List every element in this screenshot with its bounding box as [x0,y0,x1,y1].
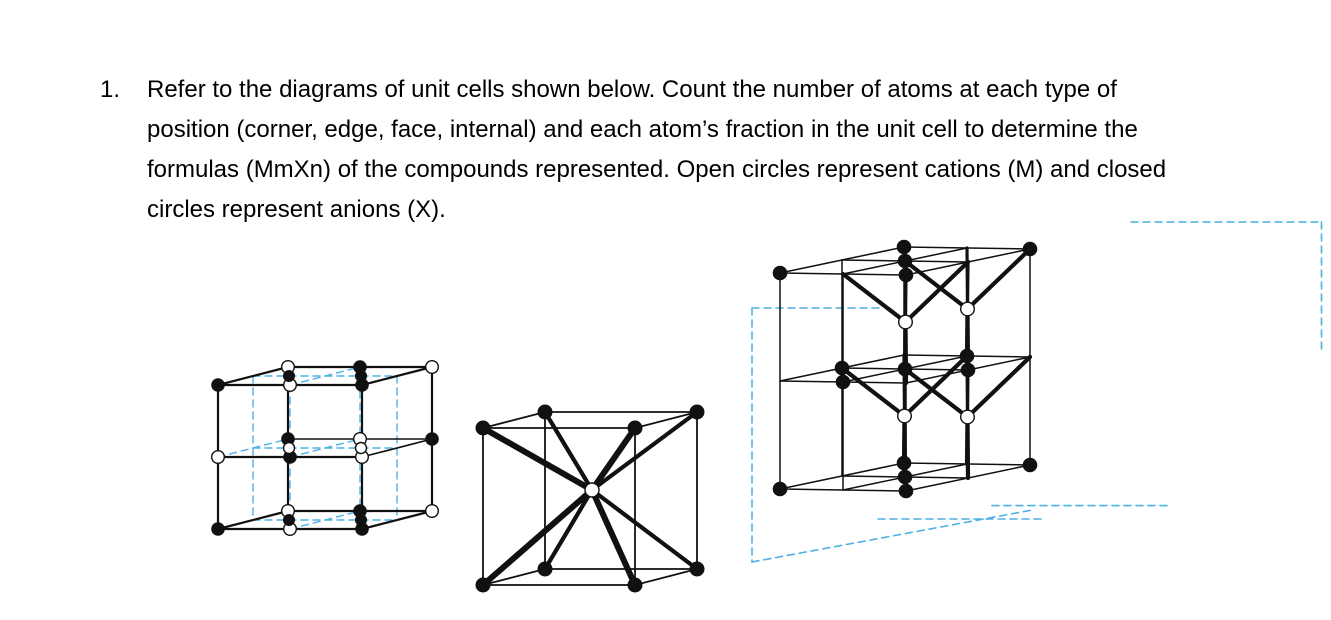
cation-atom [354,441,368,455]
bond-line [634,411,698,429]
bond-line [482,568,546,586]
anion-atom [772,481,788,497]
bond-line [542,409,595,493]
bond-line [839,365,907,419]
bond-line [589,425,638,493]
bond-line [903,273,908,324]
cation-atom [210,450,225,465]
anion-atom [959,348,975,364]
bond-line [902,366,970,420]
dashed-edge [289,366,361,386]
bond-line [589,487,638,588]
cation-atom [584,482,600,498]
bond-line [964,306,970,359]
bond-line [542,487,595,572]
bond-line [589,487,700,572]
anion-atom [475,577,491,593]
bond-line [965,368,970,419]
anion-atom [898,483,914,499]
anion-atom [834,360,850,376]
anion-atom [283,370,295,382]
bond-line [480,425,595,493]
anion-atom [1022,241,1038,257]
bond-line [903,259,971,325]
question-line: Refer to the diagrams of unit cells show… [147,76,1117,103]
cation-atom [960,301,976,317]
anion-atom [537,561,553,577]
cation-atom [425,360,440,375]
bond-line [840,271,908,325]
dashed-edge [289,510,361,530]
bond-line [216,509,290,531]
anion-atom [689,404,705,420]
bond-line [634,568,698,586]
bond-line [902,258,970,312]
anion-atom [283,514,295,526]
anion-atom [898,267,914,283]
anion-atom [211,378,225,392]
anion-atom [897,469,913,485]
anion-atom [835,374,851,390]
bond-line [902,367,907,418]
anion-atom [475,420,491,436]
cation-atom [282,441,296,455]
bond-line [965,246,1033,312]
anion-atom [897,253,913,269]
bond-line [965,260,970,311]
anion-atom [627,420,643,436]
unit-cell-diagram-2 [475,404,705,593]
cation-atom [897,408,913,424]
bond-line [480,487,595,588]
anion-atom [425,432,439,446]
cation-atom [425,504,440,519]
anion-atom [689,561,705,577]
anion-atom [772,265,788,281]
anion-atom [897,361,913,377]
bond-line [964,414,970,467]
cation-atom [960,409,976,425]
dashed-edge [289,438,361,458]
anion-atom [896,455,912,471]
anion-atom [355,514,367,526]
anion-atom [960,362,976,378]
bond-line [901,413,907,466]
bond-line [360,365,434,387]
anion-atom [1022,457,1038,473]
bond-line [360,509,434,531]
anion-atom [896,239,912,255]
dashed-edge [751,509,1031,563]
bond-line [482,411,546,429]
bond-line [902,353,970,419]
question-text: Refer to the diagrams of unit cells show… [147,70,1287,230]
question-line: circles represent anions (X). [147,196,446,223]
anion-atom [211,522,225,536]
question-number: 1. [100,76,121,103]
unit-cell-diagram-1 [210,360,440,537]
bond-line [216,365,290,387]
question-line: position (corner, edge, face, internal) … [147,116,1138,143]
bond-line [361,438,433,458]
question-line: formulas (MmXn) of the compounds represe… [147,156,1167,183]
anion-atom [355,370,367,382]
cation-atom [898,314,914,330]
bond-line [589,409,700,493]
unit-cell-diagram-3 [751,221,1323,563]
anion-atom [537,404,553,420]
bond-line [965,354,1033,420]
anion-atom [627,577,643,593]
